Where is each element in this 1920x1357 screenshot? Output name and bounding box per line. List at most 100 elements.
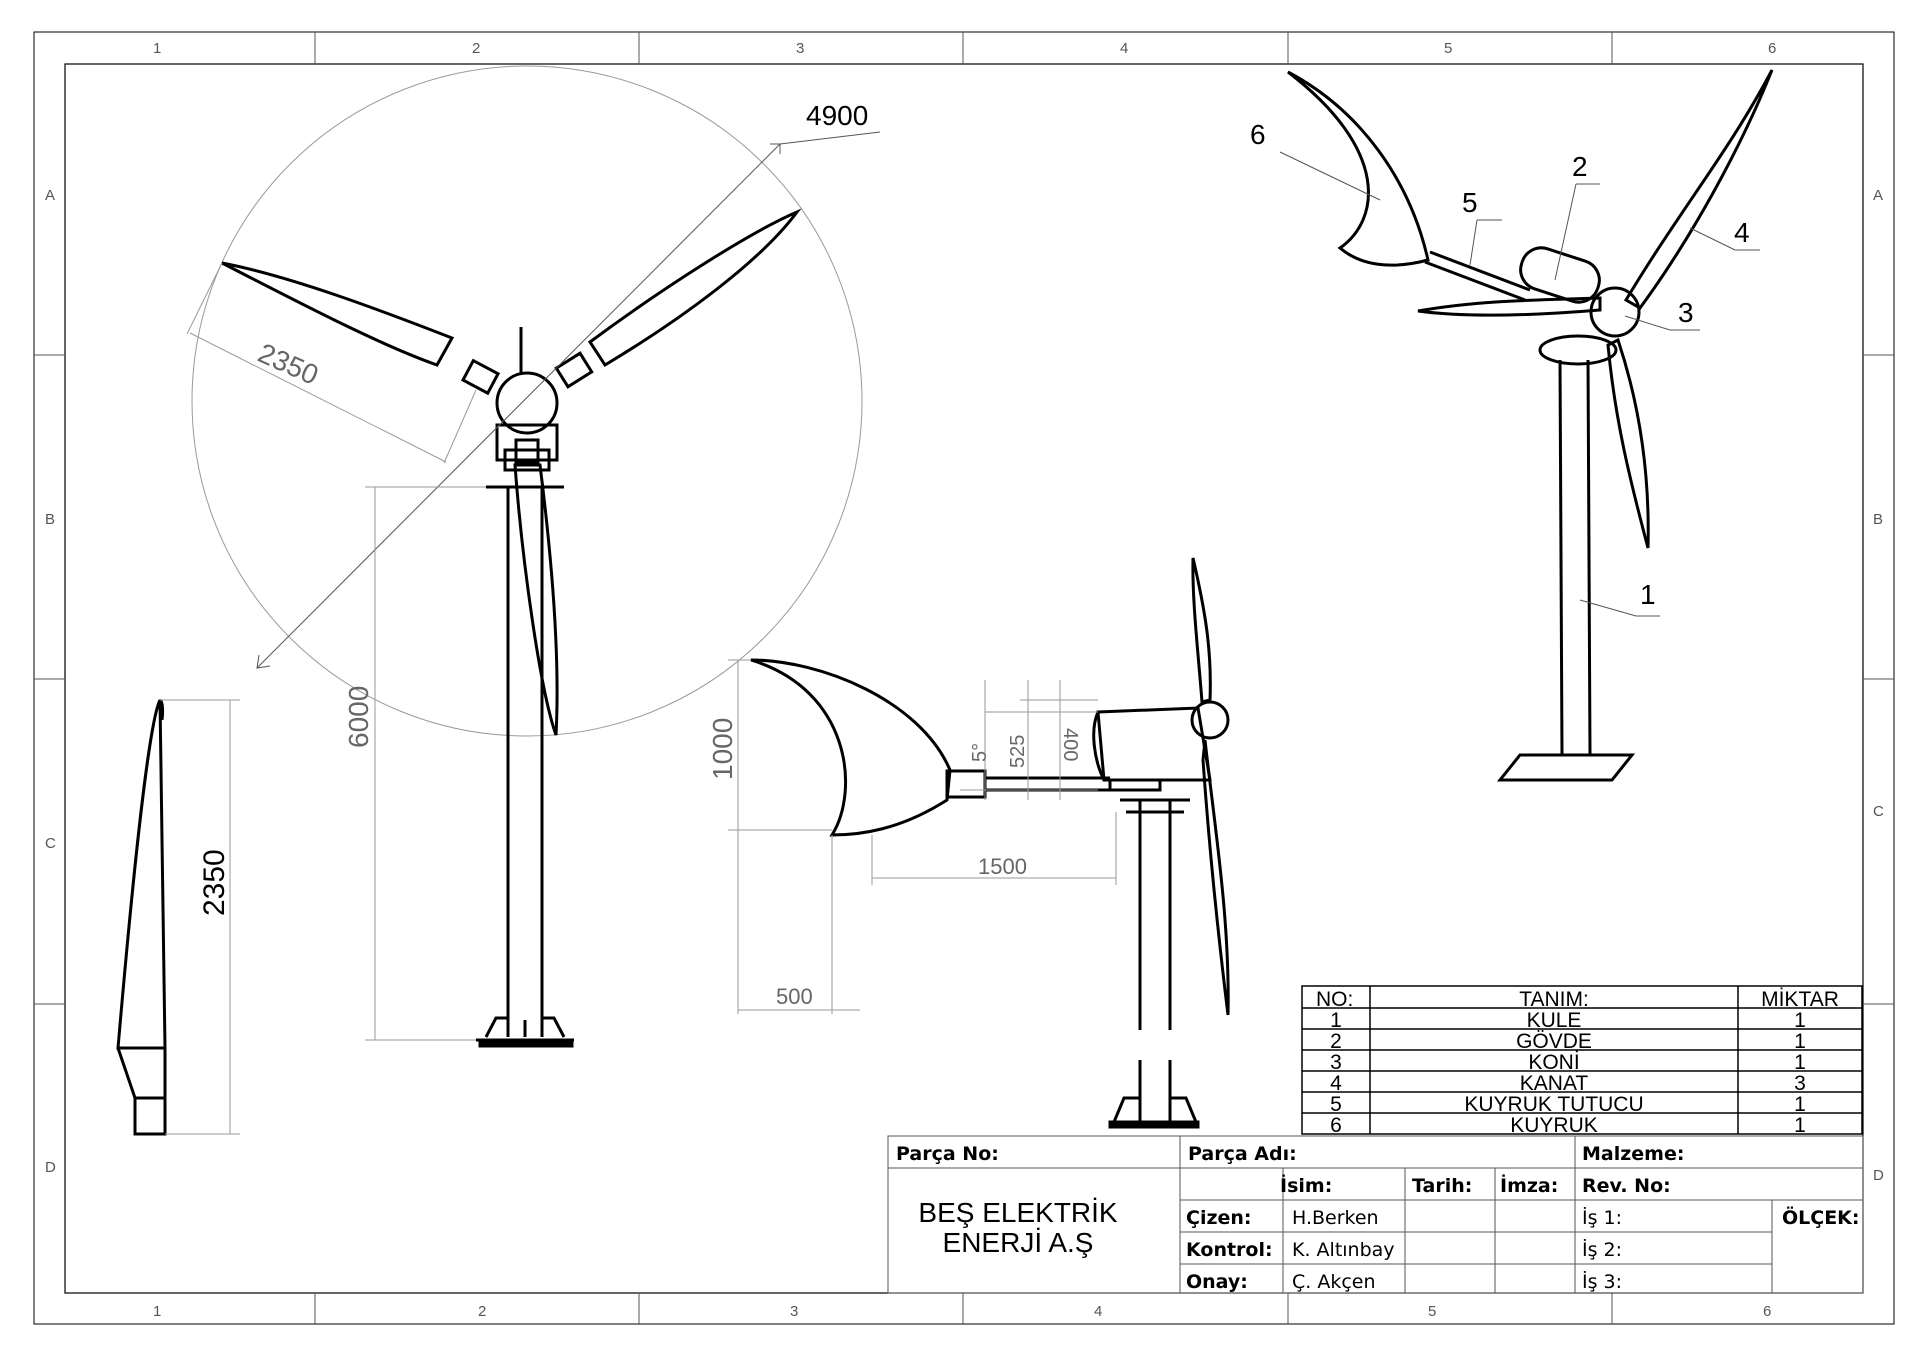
bom-row-qty: 3 — [1794, 1072, 1806, 1095]
name-column-label: İsim: — [1280, 1173, 1332, 1197]
bom-row-desc: KULE — [1527, 1009, 1582, 1032]
side-view: 1000 1500 500 5° 525 400 — [707, 557, 1230, 1129]
iso-view: 1 2 3 4 5 6 — [1250, 69, 1774, 782]
balloon-5: 5 — [1462, 187, 1478, 218]
zone-col-bottom-5: 5 — [1428, 1303, 1436, 1320]
zone-col-bottom-6: 6 — [1763, 1303, 1771, 1320]
balloon-6: 6 — [1250, 119, 1266, 150]
zone-row-left-c: C — [45, 835, 56, 852]
iso-tail — [1287, 70, 1531, 302]
rotor-sweep-circle — [191, 65, 863, 737]
dim-525: 525 — [1007, 735, 1029, 768]
iso-tower — [1496, 334, 1636, 782]
front-tower — [476, 485, 574, 1048]
front-blade-right — [554, 208, 802, 389]
checked-by-name: K. Altınbay — [1292, 1239, 1395, 1261]
part-no-label: Parça No: — [896, 1143, 999, 1165]
drawn-by-name: H.Berken — [1292, 1207, 1379, 1229]
zone-col-bottom-3: 3 — [790, 1303, 798, 1320]
balloon-4: 4 — [1734, 217, 1750, 248]
bom-row-no: 6 — [1330, 1114, 1342, 1137]
bom-row-desc: KONİ — [1528, 1051, 1579, 1074]
bom-header-qty: MİKTAR — [1761, 988, 1839, 1011]
front-hub — [495, 327, 559, 472]
bom-row-qty: 1 — [1794, 1093, 1806, 1116]
dim-6000-lines — [365, 486, 486, 1041]
front-view: 4900 2350 6000 — [186, 65, 881, 1048]
balloon-3: 3 — [1678, 297, 1694, 328]
side-dim-lines — [728, 659, 1117, 1014]
zone-col-bottom-1: 1 — [153, 1303, 161, 1320]
iso-nacelle — [1519, 246, 1641, 338]
zone-col-top-2: 2 — [472, 40, 480, 57]
dim-1000: 1000 — [707, 718, 738, 780]
front-blade-bottom — [513, 463, 559, 736]
zone-row-right-c: C — [1873, 803, 1884, 820]
bom-row-desc: KANAT — [1520, 1072, 1589, 1095]
side-rotor-blades — [1191, 557, 1230, 1016]
company-name-line1: BEŞ ELEKTRİK — [918, 1197, 1118, 1228]
balloon-2: 2 — [1572, 151, 1588, 182]
dim-2350-diag-lines — [186, 262, 477, 464]
dim-6000: 6000 — [343, 686, 374, 748]
company-name-line2: ENERJİ A.Ş — [943, 1227, 1094, 1258]
outer-border — [33, 31, 1895, 1325]
side-tail — [750, 658, 1110, 837]
part-name-label: Parça Adı: — [1188, 1143, 1297, 1165]
zone-col-top-3: 3 — [796, 40, 804, 57]
bom-row-qty: 1 — [1794, 1009, 1806, 1032]
bom-row-no: 1 — [1330, 1009, 1342, 1032]
dim-4900-leader — [256, 131, 881, 669]
zone-col-top-1: 1 — [153, 40, 161, 57]
dim-2350-blade: 2350 — [198, 849, 231, 916]
zone-row-right-d: D — [1873, 1167, 1884, 1184]
bom-table: NO: TANIM: MİKTAR 1 KULE 1 2 GÖVDE 1 3 K… — [1301, 985, 1863, 1137]
dim-1500: 1500 — [978, 854, 1027, 879]
title-block: Parça No: Parça Adı: Malzeme: BEŞ ELEKTR… — [887, 1135, 1864, 1294]
rev-no-label: Rev. No: — [1582, 1175, 1671, 1197]
iso-leaders — [1279, 151, 1760, 617]
dim-500: 500 — [776, 984, 813, 1009]
zone-col-bottom-2: 2 — [478, 1303, 486, 1320]
bom-row-no: 2 — [1330, 1030, 1342, 1053]
side-tower — [1108, 798, 1200, 1129]
zone-col-top-6: 6 — [1768, 40, 1776, 57]
bom-row-desc: KUYRUK TUTUCU — [1464, 1093, 1643, 1116]
date-column-label: Tarih: — [1412, 1175, 1472, 1197]
zone-ticks — [34, 32, 1894, 1324]
zone-row-left-b: B — [45, 511, 55, 528]
zone-row-right-a: A — [1873, 187, 1883, 204]
front-blade-left — [221, 261, 501, 396]
dim-tilt: 5° — [969, 743, 991, 762]
checked-by-label: Kontrol: — [1186, 1239, 1273, 1261]
scale-label: ÖLÇEK: — [1782, 1205, 1860, 1229]
zone-col-bottom-4: 4 — [1094, 1303, 1102, 1320]
bom-row-desc: KUYRUK — [1510, 1114, 1598, 1137]
approved-by-name: Ç. Akçen — [1292, 1271, 1376, 1293]
bom-row-desc: GÖVDE — [1516, 1030, 1592, 1053]
job-2-label: İş 2: — [1582, 1238, 1622, 1261]
bom-header-no: NO: — [1316, 988, 1353, 1011]
dim-4900: 4900 — [806, 100, 868, 131]
signature-column-label: İmza: — [1500, 1173, 1558, 1197]
job-1-label: İş 1: — [1582, 1206, 1622, 1229]
balloon-1: 1 — [1640, 579, 1656, 610]
bom-row-no: 4 — [1330, 1072, 1342, 1095]
approved-by-label: Onay: — [1186, 1271, 1248, 1293]
bom-row-qty: 1 — [1794, 1051, 1806, 1074]
drawn-by-label: Çizen: — [1186, 1207, 1252, 1229]
bom-header-desc: TANIM: — [1519, 988, 1589, 1011]
zone-row-left-d: D — [45, 1159, 56, 1176]
zone-row-left-a: A — [45, 187, 55, 204]
zone-col-top-4: 4 — [1120, 40, 1128, 57]
zone-row-right-b: B — [1873, 511, 1883, 528]
iso-blades — [1417, 69, 1774, 549]
material-label: Malzeme: — [1582, 1143, 1684, 1165]
bom-row-qty: 1 — [1794, 1114, 1806, 1137]
dim-400: 400 — [1059, 728, 1081, 761]
bom-row-no: 3 — [1330, 1051, 1342, 1074]
zone-col-top-5: 5 — [1444, 40, 1452, 57]
bom-row-no: 5 — [1330, 1093, 1342, 1116]
blade-detail: 2350 — [116, 698, 240, 1136]
